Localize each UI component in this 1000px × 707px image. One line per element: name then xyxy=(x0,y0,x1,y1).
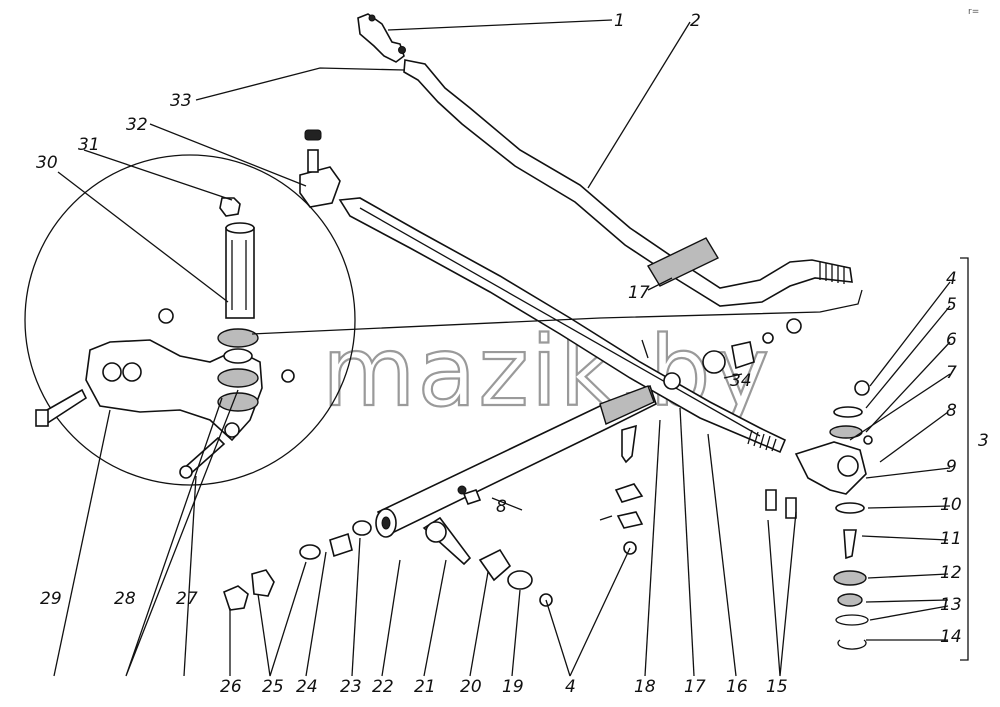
small-parts xyxy=(223,318,802,611)
callout-18: 18 xyxy=(634,677,656,697)
callout-21: 21 xyxy=(414,677,436,697)
callout-29: 29 xyxy=(40,589,62,609)
callout-32: 32 xyxy=(126,115,148,135)
callout-5: 5 xyxy=(946,295,957,315)
callout-labels: 1 2 3 4 5 6 7 8 9 10 11 12 13 14 15 16 1… xyxy=(36,11,989,697)
callout-3: 3 xyxy=(978,431,989,451)
callout-16: 16 xyxy=(726,677,748,697)
callout-30: 30 xyxy=(36,153,58,173)
part-25b xyxy=(299,544,321,560)
callout-6: 6 xyxy=(946,330,957,350)
part-23 xyxy=(352,520,372,536)
callout-14: 14 xyxy=(940,627,962,647)
part-20 xyxy=(478,548,512,582)
tie-rod xyxy=(299,129,787,454)
steering-relay-sleeve xyxy=(375,384,657,538)
callout-4-bottom: 4 xyxy=(565,677,576,697)
part-26 xyxy=(223,585,249,611)
part-24 xyxy=(329,532,353,558)
ball-joint-assembly xyxy=(765,257,969,661)
part-8b xyxy=(462,489,482,505)
callout-33: 33 xyxy=(170,91,192,111)
part-19 xyxy=(507,570,533,590)
callout-25: 25 xyxy=(262,677,284,697)
callout-7: 7 xyxy=(946,363,957,383)
callout-11: 11 xyxy=(940,529,962,549)
callout-26: 26 xyxy=(220,677,242,697)
callout-4-right: 4 xyxy=(946,269,957,289)
callout-13: 13 xyxy=(940,595,962,615)
callout-20: 20 xyxy=(460,677,482,697)
corner-mark: r= xyxy=(968,7,979,17)
callout-12: 12 xyxy=(940,563,962,583)
part-25a xyxy=(251,569,275,597)
callout-22: 22 xyxy=(372,677,394,697)
part-17c xyxy=(614,483,644,503)
detail-circle xyxy=(24,154,356,486)
part-34 xyxy=(702,350,726,374)
leader-lines xyxy=(53,19,951,677)
callout-8-right: 8 xyxy=(946,401,957,421)
callout-28: 28 xyxy=(114,589,136,609)
drag-link-rod xyxy=(357,13,853,307)
callout-17-bottom: 17 xyxy=(684,677,706,697)
callout-24: 24 xyxy=(296,677,318,697)
callout-9: 9 xyxy=(946,457,957,477)
callout-23: 23 xyxy=(340,677,362,697)
callout-2: 2 xyxy=(690,11,701,31)
callout-8-mid: 8 xyxy=(496,497,507,517)
callout-1: 1 xyxy=(614,11,625,31)
callout-34: 34 xyxy=(730,371,752,391)
callout-10: 10 xyxy=(940,495,962,515)
callout-15: 15 xyxy=(766,677,788,697)
callout-31: 31 xyxy=(78,135,100,155)
callout-19: 19 xyxy=(502,677,524,697)
callout-17-top: 17 xyxy=(628,283,650,303)
callout-27: 27 xyxy=(176,589,198,609)
detail-connector-line xyxy=(251,289,863,335)
part-18 xyxy=(621,424,637,464)
